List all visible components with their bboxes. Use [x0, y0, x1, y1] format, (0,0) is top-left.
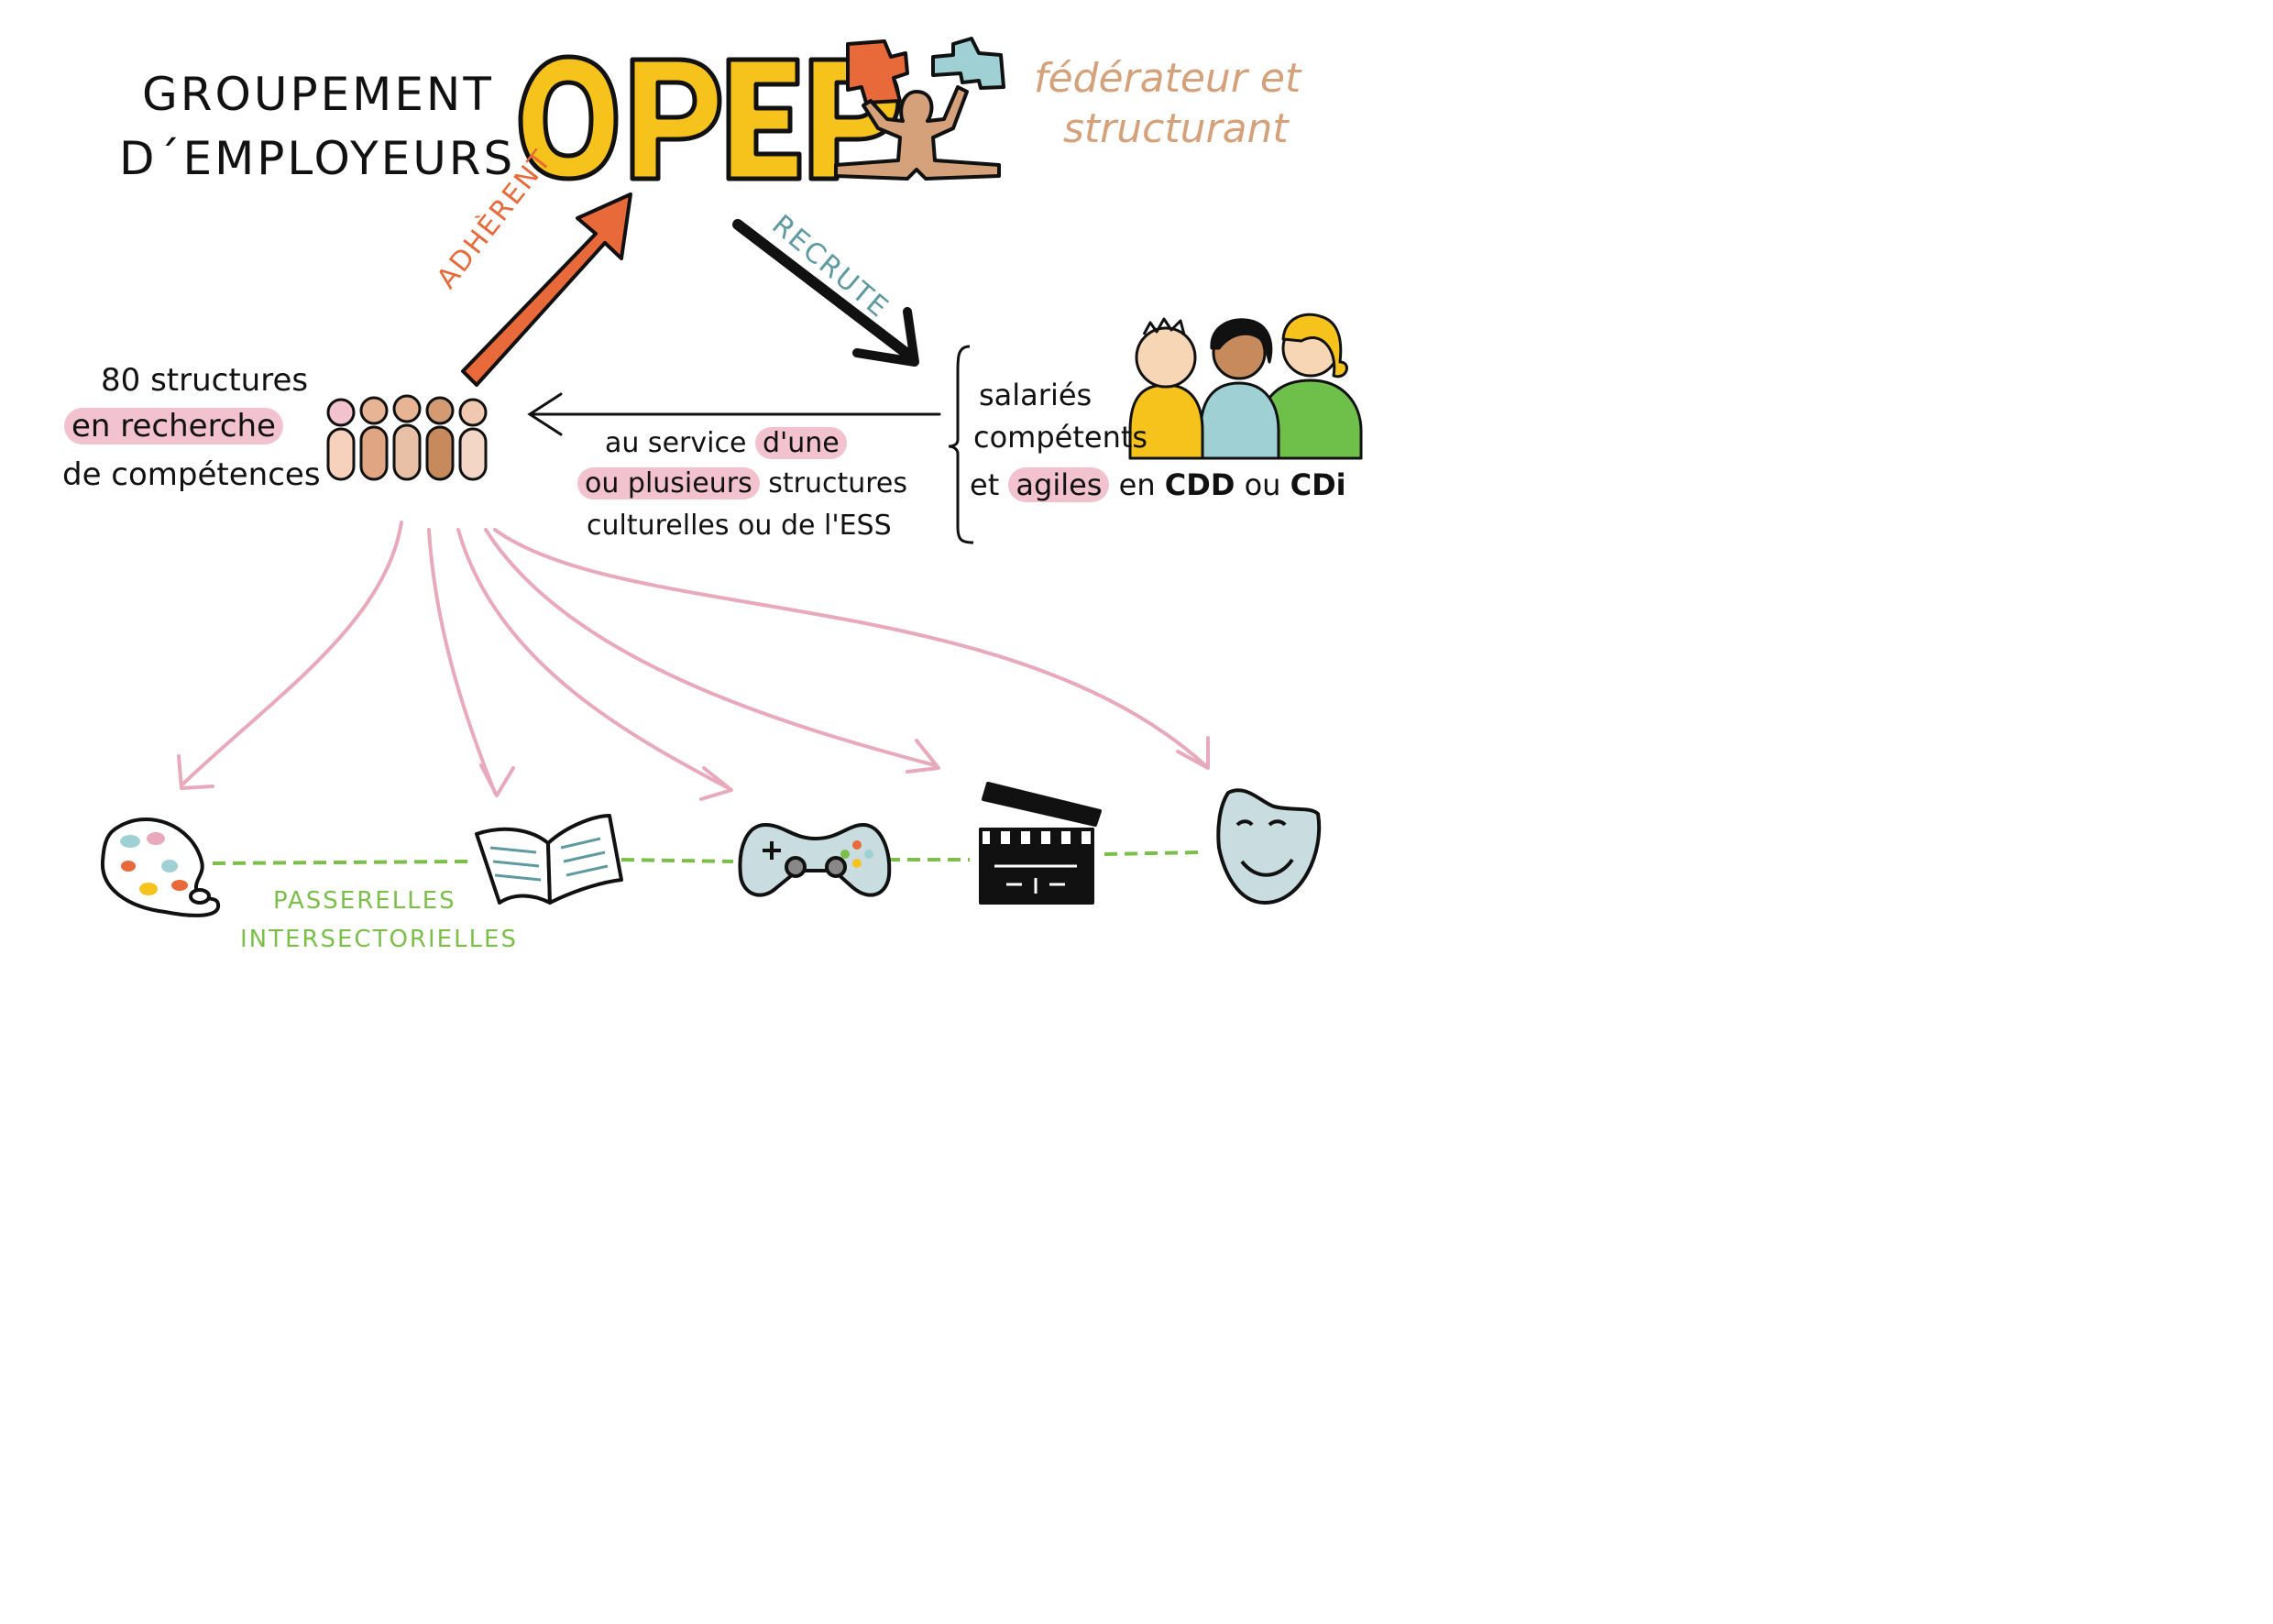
members-highlight: en recherche [64, 408, 283, 444]
employees-illustration [1128, 313, 1363, 460]
title-line-2: D´EMPLOYEURS [119, 132, 516, 185]
service-line-1-highlight: d'une [754, 427, 847, 459]
service-line-2-plain: structures [768, 467, 908, 499]
tagline-line-2: structurant [1063, 105, 1289, 152]
employees-line-3: et agiles en CDD ou CDi [970, 467, 1346, 502]
contract-cdd: CDD [1164, 467, 1235, 502]
employees-line-2: compétents [973, 420, 1148, 455]
service-line-1-plain: au service [605, 427, 747, 459]
palette-icon [100, 817, 221, 917]
employees-line-3-plain: et [970, 467, 1000, 502]
diagram-canvas [100, 37, 1363, 917]
gamepad-icon [738, 823, 892, 897]
members-count: 80 structures [101, 362, 309, 399]
opep-logo [518, 54, 901, 181]
members-line-3: de compétences [62, 456, 321, 493]
service-line-2-highlight: ou plusieurs [577, 467, 760, 499]
theater-mask-icon [1216, 788, 1322, 905]
members-line-2: en recherche [64, 408, 283, 444]
person-holding-puzzle-icon [834, 37, 1005, 181]
service-line-1: au service d'une [605, 427, 847, 459]
adherent-arrow [461, 192, 632, 387]
employees-line-3-rest: en [1118, 467, 1156, 502]
service-line-2: ou plusieurs structures [577, 467, 907, 499]
sector-arrows [177, 521, 1210, 801]
contract-cdi: CDi [1290, 467, 1346, 502]
employees-line-3-highlight: agiles [1008, 467, 1110, 502]
passerelles-line-2: INTERSECTORIELLES [240, 926, 518, 953]
passerelles-line-1: PASSERELLES [273, 887, 456, 915]
book-icon [475, 814, 623, 905]
member-structures-group-icon [326, 394, 488, 481]
contract-or: ou [1244, 467, 1281, 502]
service-return-arrow [527, 392, 941, 436]
tagline-line-1: fédérateur et [1034, 55, 1301, 102]
recrute-arrow [732, 219, 919, 367]
employees-bracket [948, 345, 974, 544]
employees-line-1: salariés [979, 378, 1093, 412]
clapperboard-icon [979, 782, 1102, 905]
passerelles-links [212, 850, 1202, 865]
title-line-1: GROUPEMENT [142, 68, 494, 121]
service-line-3: culturelles ou de l'ESS [587, 510, 892, 542]
